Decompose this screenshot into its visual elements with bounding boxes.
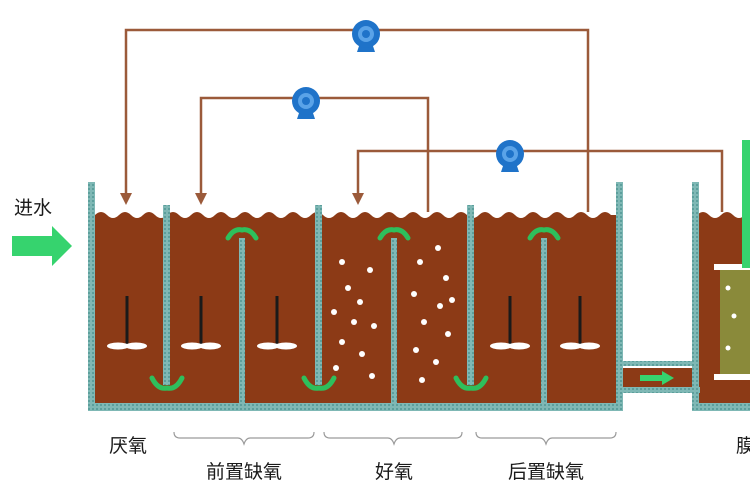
- flow-arrow-icon: [239, 227, 259, 241]
- flow-arrows: [149, 227, 561, 391]
- mixer-impeller-icon: [257, 296, 297, 350]
- baffle-aerobic: [391, 238, 397, 404]
- flow-arrow-icon: [468, 375, 489, 391]
- aeration-bubble-icon: [443, 275, 449, 281]
- baffle-pre-anoxic: [239, 238, 245, 404]
- brace-post-anoxic: [475, 431, 617, 446]
- aeration-bubble-icon: [725, 285, 731, 291]
- aeration-bubble-icon: [369, 373, 375, 379]
- zone-label-post-anoxic: 后置缺氧: [508, 461, 584, 483]
- aeration-bubble-icon: [437, 303, 443, 309]
- baffle-post-anoxic: [541, 238, 547, 404]
- brace-aerobic: [323, 431, 463, 446]
- aeration-bubble-icon: [367, 267, 373, 273]
- brace-pre-anoxic: [173, 431, 315, 446]
- aeration-bubble-icon: [417, 259, 423, 265]
- membrane-bottom-bar: [714, 374, 750, 380]
- pipe-arrowhead-1: [120, 193, 132, 205]
- aeration-bubble-icon: [411, 291, 417, 297]
- channel-floor: [616, 387, 700, 393]
- recycle-pipes: [124, 28, 724, 212]
- channel-divider: [623, 361, 693, 366]
- aeration-bubble-icon: [345, 285, 351, 291]
- aeration-bubble-icon: [421, 319, 427, 325]
- wall-right: [616, 182, 623, 410]
- aeration-bubbles: [331, 245, 737, 383]
- aeration-bubble-icon: [413, 347, 419, 353]
- membrane-outlet-pipe: [742, 140, 750, 268]
- zone-label-pre-anoxic: 前置缺氧: [206, 461, 282, 483]
- membrane-wall-left: [692, 182, 699, 411]
- aeration-bubble-icon: [339, 259, 345, 265]
- aeration-bubble-icon: [731, 313, 737, 319]
- aeration-bubble-icon: [435, 245, 441, 251]
- inflow-arrow-icon: [12, 226, 72, 266]
- sludge-main-tank: [95, 212, 617, 404]
- aeration-bubble-icon: [371, 323, 377, 329]
- aeration-bubble-icon: [445, 331, 451, 337]
- aeration-bubble-icon: [333, 365, 339, 371]
- partition-3: [467, 205, 474, 385]
- zone-label-anaerobic: 厌氧: [109, 435, 147, 457]
- flow-arrow-icon: [391, 227, 411, 241]
- inflow-label: 进水: [14, 197, 52, 219]
- zone-label-aerobic: 好氧: [375, 461, 413, 483]
- aeration-bubble-icon: [357, 299, 363, 305]
- membrane-module: [720, 268, 750, 376]
- zone-label-membrane: 膜: [736, 435, 750, 457]
- zone-braces: [173, 431, 617, 446]
- pipe-arrowhead-2: [195, 193, 207, 205]
- pipe-recycle-middle: [199, 96, 430, 212]
- pipe-arrowhead-3: [352, 193, 364, 205]
- wall-bottom: [88, 403, 623, 411]
- aeration-bubble-icon: [339, 339, 345, 345]
- pipe-recycle-lower: [356, 149, 724, 212]
- aeration-bubble-icon: [331, 309, 337, 315]
- mixer-impeller-icon: [181, 296, 221, 350]
- membrane-top-bar: [714, 264, 750, 270]
- flow-arrow-icon: [316, 375, 337, 391]
- wall-left: [88, 182, 95, 410]
- pump-icon: [292, 87, 320, 119]
- mixer-impeller-icon: [490, 296, 530, 350]
- pipe-arrowheads: [120, 193, 364, 205]
- mixer-impeller-icon: [560, 296, 600, 350]
- aeration-bubble-icon: [351, 319, 357, 325]
- flow-arrow-icon: [164, 375, 185, 391]
- pump-icon: [352, 20, 380, 52]
- aeration-bubble-icon: [433, 359, 439, 365]
- membrane-wall-bottom: [692, 403, 750, 411]
- aeration-bubble-icon: [359, 351, 365, 357]
- partition-1: [163, 205, 170, 385]
- aeration-bubble-icon: [725, 345, 731, 351]
- aeration-bubble-icon: [449, 297, 455, 303]
- pump-icon: [496, 140, 524, 172]
- channel-flow-arrow-icon: [640, 371, 674, 385]
- mixer-impeller-icon: [107, 296, 147, 350]
- partition-2: [315, 205, 322, 385]
- flow-arrow-icon: [541, 227, 561, 241]
- aeration-bubble-icon: [419, 377, 425, 383]
